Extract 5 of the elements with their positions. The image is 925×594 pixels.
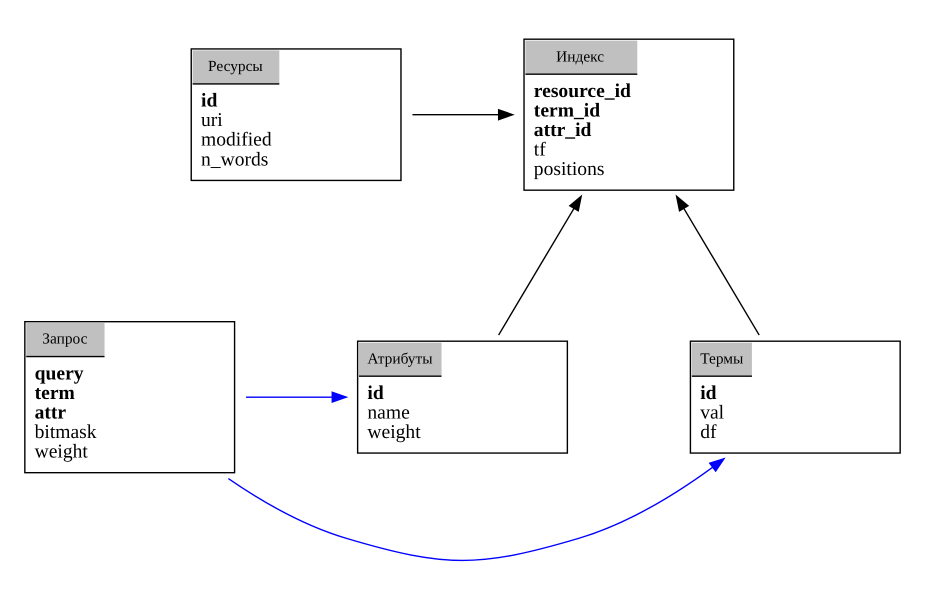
- arrow: [246, 391, 348, 404]
- arrow: [412, 108, 515, 121]
- arrow: [228, 458, 726, 562]
- arrow: [676, 194, 760, 336]
- arrow: [498, 194, 582, 336]
